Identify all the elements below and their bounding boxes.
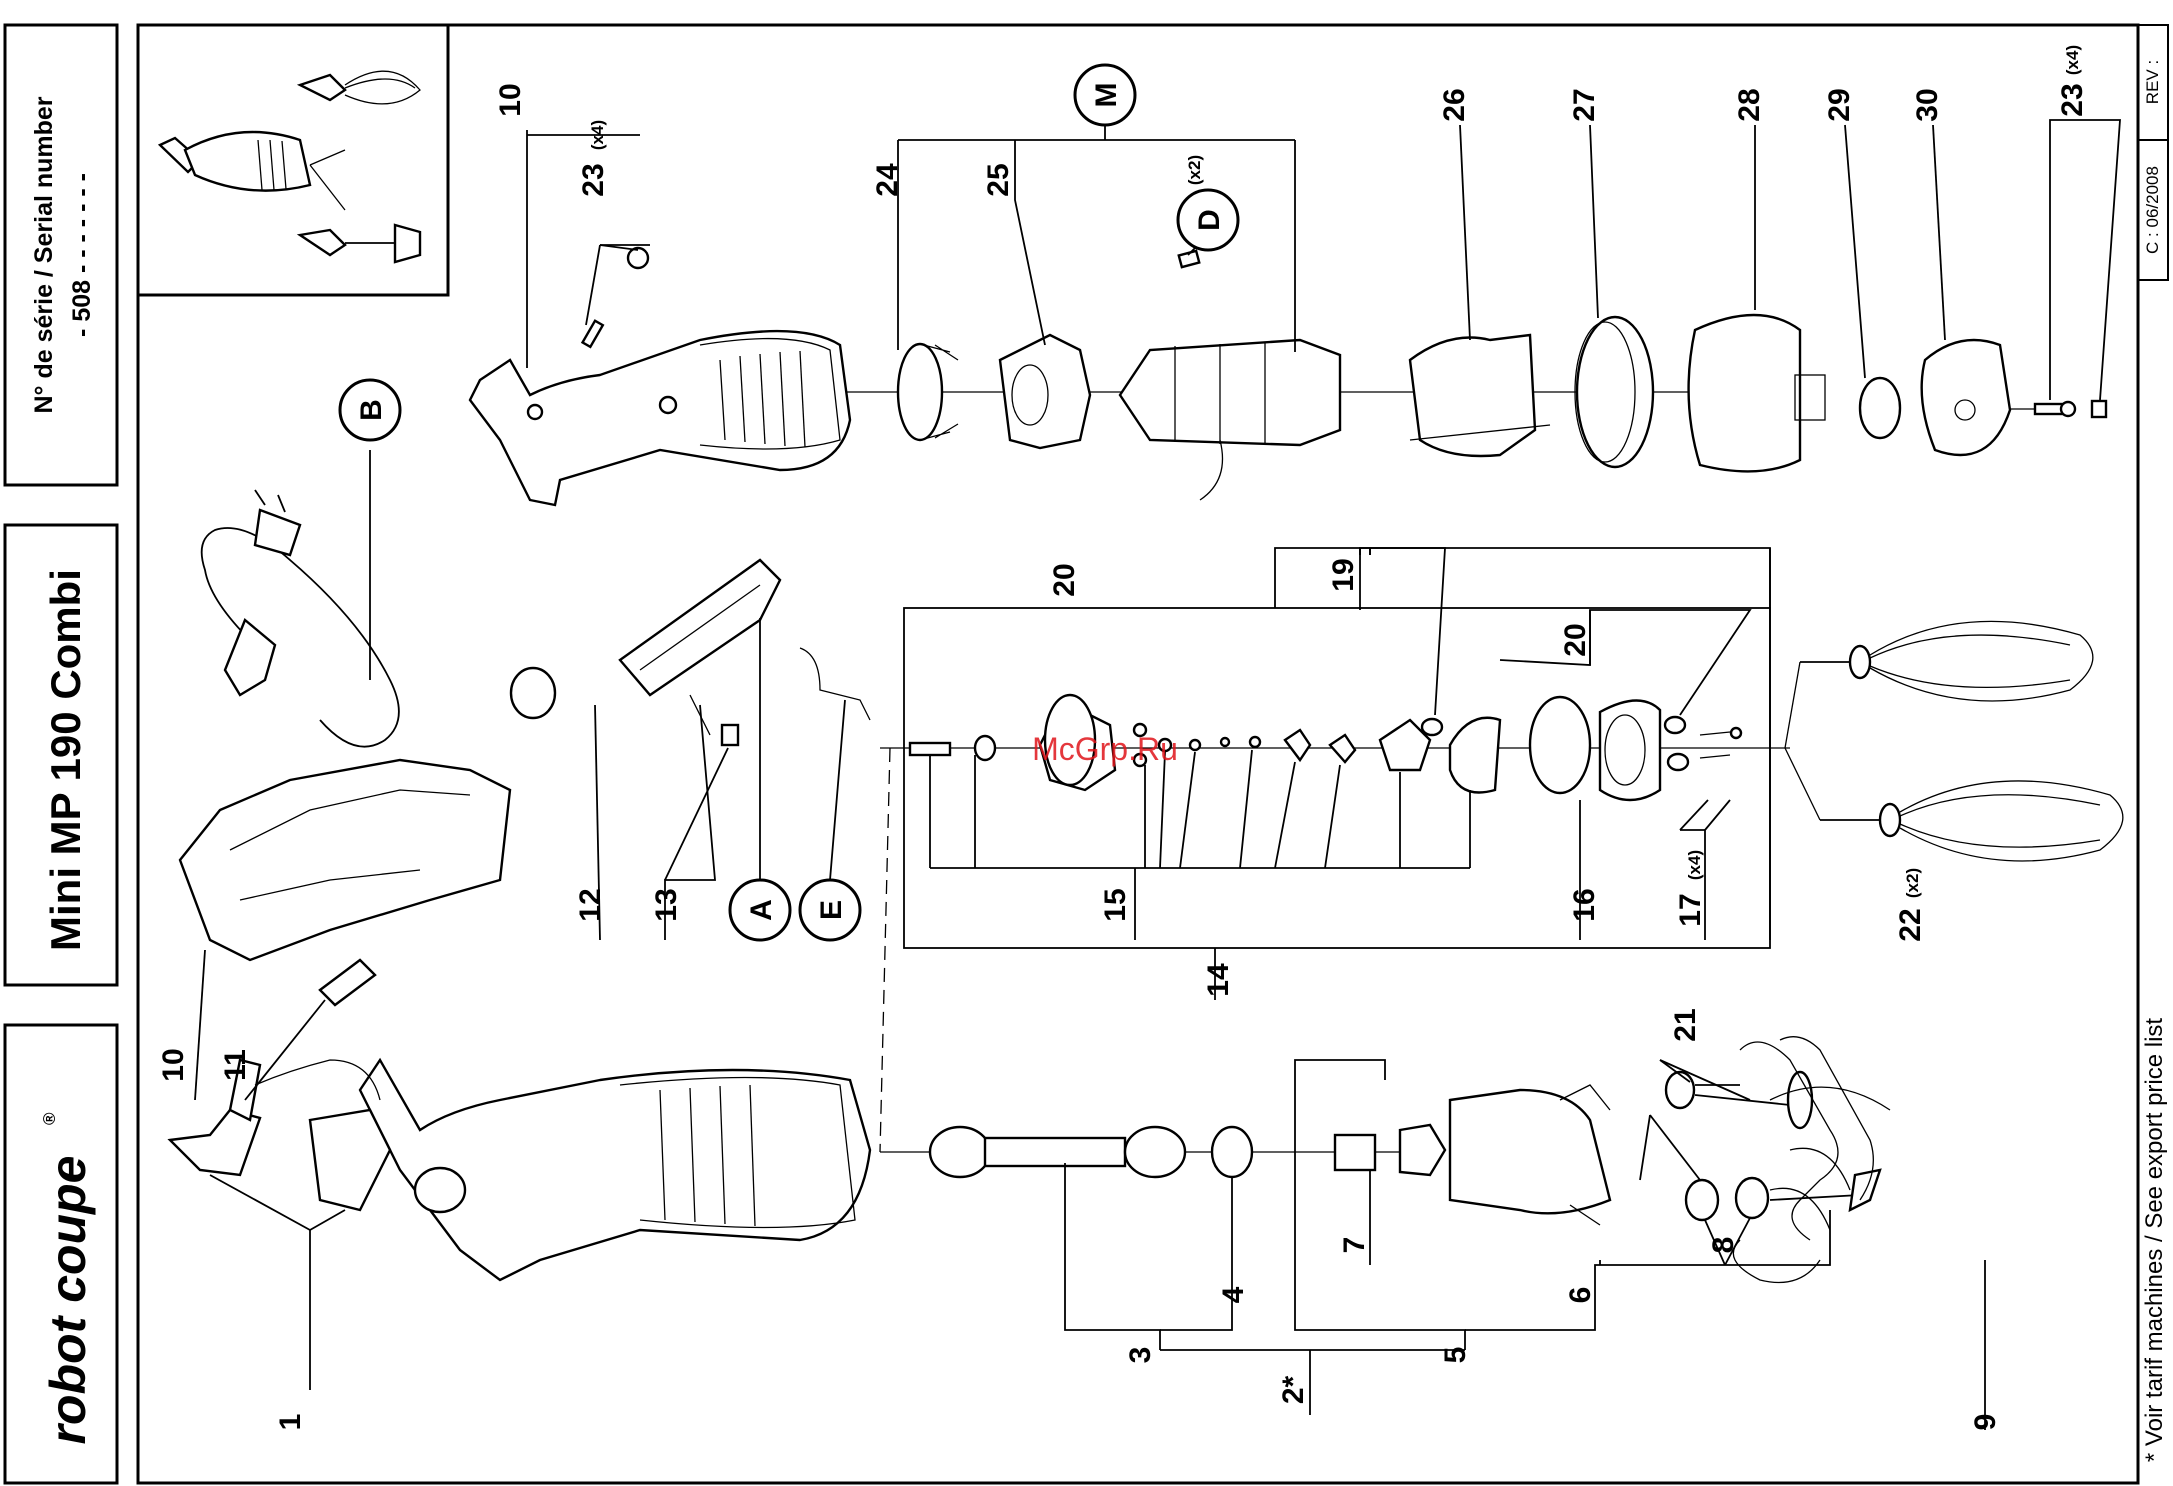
- part-label-21: 21: [1669, 1008, 1702, 1041]
- part-label-22: 22: [1894, 908, 1927, 941]
- revision-label: REV :: [2143, 60, 2162, 104]
- part-label-12: 12: [574, 888, 607, 921]
- callout-d-qty: (x2): [1185, 155, 1204, 185]
- part-label-11: 11: [219, 1049, 252, 1081]
- part-label-9: 9: [1969, 1414, 2002, 1431]
- housing-screws: [583, 248, 648, 347]
- brand-logo: robot coupe: [40, 1156, 96, 1445]
- footnote: * Voir tarif machines / See export price…: [2141, 1018, 2168, 1463]
- part-label-1: 1: [274, 1414, 307, 1431]
- part-label-20-left: 20: [1048, 563, 1081, 596]
- logo-group: robot coupe ®: [40, 1112, 96, 1444]
- part-label-23-left: 23: [577, 163, 610, 196]
- part-label-26: 26: [1438, 88, 1471, 121]
- part-label-23-right-qty: (x4): [2063, 45, 2082, 75]
- callout-a: A: [745, 899, 778, 921]
- serial-number-value: - 508 - - - - - - -: [68, 173, 96, 337]
- part-label-17: 17: [1674, 893, 1707, 926]
- part-label-10-bottom: 10: [157, 1048, 190, 1081]
- part-label-30: 30: [1911, 88, 1944, 121]
- switch-parts: [511, 560, 870, 745]
- serial-number-label: N° de série / Serial number: [30, 96, 58, 413]
- callout-b: B: [355, 399, 388, 421]
- callout-m: M: [1090, 83, 1123, 108]
- motor-assembly: [470, 251, 2106, 505]
- part-label-7: 7: [1338, 1237, 1371, 1254]
- part-label-6: 6: [1564, 1287, 1597, 1304]
- part-label-29: 29: [1823, 88, 1856, 121]
- model-title: Mini MP 190 Combi: [42, 569, 89, 951]
- wall-stand: [1733, 1037, 1890, 1283]
- part-label-20-right: 20: [1559, 623, 1592, 656]
- part-label-14: 14: [1202, 963, 1235, 997]
- part-label-24: 24: [871, 163, 904, 197]
- handle-half: [180, 760, 510, 1005]
- part-label-15: 15: [1099, 888, 1132, 921]
- part-label-13: 13: [650, 888, 683, 921]
- part-label-5: 5: [1439, 1347, 1472, 1364]
- part-label-4: 4: [1217, 1286, 1250, 1303]
- part-label-23-right: 23: [2056, 83, 2089, 116]
- blender-assembly: [170, 1060, 1880, 1280]
- callout-e: E: [815, 900, 848, 920]
- part-label-27: 27: [1568, 88, 1601, 121]
- part-label-19: 19: [1327, 558, 1360, 591]
- part-label-22-qty: (x2): [1903, 868, 1922, 898]
- overview-inset: [138, 25, 448, 295]
- part-label-10-top: 10: [494, 83, 527, 116]
- part-label-23-left-qty: (x4): [588, 120, 607, 150]
- part-label-28: 28: [1733, 88, 1766, 121]
- part-label-2: 2*: [1277, 1375, 1310, 1404]
- callout-d: D: [1193, 209, 1226, 231]
- revision-date: C : 06/2008: [2143, 166, 2162, 254]
- gearbox-assembly: [904, 608, 1790, 948]
- part-label-3: 3: [1124, 1347, 1157, 1364]
- part-label-17-qty: (x4): [1685, 850, 1704, 880]
- part-label-16: 16: [1568, 888, 1601, 921]
- registered-mark: ®: [40, 1112, 59, 1125]
- part-label-8: 8: [1707, 1237, 1740, 1254]
- part-label-25: 25: [982, 163, 1015, 196]
- watermark: McGrp.Ru: [1032, 731, 1178, 767]
- whisks: [1785, 621, 2123, 861]
